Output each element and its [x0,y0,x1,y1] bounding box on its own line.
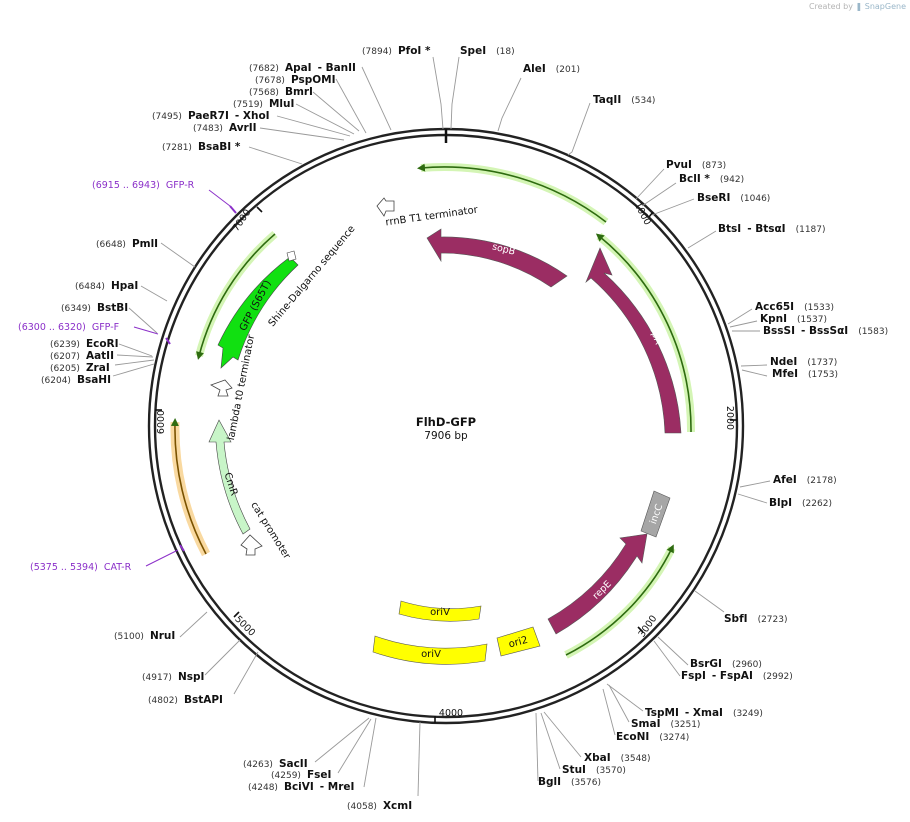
site-alei[interactable]: AleI(201) [523,63,580,75]
site-bsssi[interactable]: BssSI- BssSαI(1583) [763,325,888,337]
site-paer7i[interactable]: (7495)PaeR7I- XhoI [152,110,270,122]
plasmid-size: 7906 bp [424,430,468,442]
label-sopb: sopB [491,241,516,257]
site-hpai[interactable]: (6484)HpaI [75,280,138,292]
site-sacii[interactable]: (4263)SacII [243,758,308,770]
site-pfoi[interactable]: (7894)PfoI * [362,45,431,57]
site-bseri[interactable]: BseRI(1046) [697,192,770,204]
site-zrai[interactable]: (6205)ZraI [50,362,110,374]
site-mlui[interactable]: (7519)MluI [233,98,294,110]
label-rrnb-terminator: rrnB T1 terminator [385,204,480,228]
feature-incc [640,490,671,538]
snapgene-credit: Created by ❚ SnapGene [809,2,906,11]
site-bsabi[interactable]: (7281)BsaBI * [162,141,241,153]
svg-text:(5375 .. 5394)CAT-R: (5375 .. 5394)CAT-R [30,562,132,573]
credit-logo-icon: ❚ [855,2,863,11]
site-smai[interactable]: SmaI(3251) [631,718,700,730]
site-btsi[interactable]: BtsI- BtsαI(1187) [718,223,826,235]
site-leaders [112,56,771,797]
feature-shine-dalgarno [286,250,297,262]
site-nspi[interactable]: (4917)NspI [142,671,204,683]
feature-sopb [426,228,568,288]
feature-rrnb-terminator [376,197,395,217]
label-oriv-2: oriV [421,649,441,660]
site-bmri[interactable]: (7568)BmrI [249,86,313,98]
site-acc65i[interactable]: Acc65I(1533) [755,301,834,313]
site-sbfi[interactable]: SbfI(2723) [724,613,788,625]
site-apai[interactable]: (7682)ApaI- BanII [249,62,356,74]
site-afei[interactable]: AfeI(2178) [773,474,837,486]
site-tspmi[interactable]: TspMI- XmaI(3249) [645,707,763,719]
label-oriv-1: oriV [430,607,450,618]
feature-oriv-2 [372,635,488,665]
credit-brand: SnapGene [864,2,906,11]
site-ecori[interactable]: (6239)EcoRI [50,338,119,350]
feature-cmr [208,419,251,535]
feature-cat-promoter [240,534,263,556]
site-taqii[interactable]: TaqII(534) [593,94,655,106]
feature-oriv-1 [398,600,482,622]
ruler-label-2000: 2000 [724,406,735,430]
green-arcs [170,163,696,659]
site-avrii[interactable]: (7483)AvrII [193,122,257,134]
site-blpi[interactable]: BlpI(2262) [769,497,832,509]
site-pmli[interactable]: (6648)PmlI [96,238,158,250]
site-bsrgi[interactable]: BsrGI(2960) [690,658,762,670]
site-ndei[interactable]: NdeI(1737) [770,356,837,368]
site-bcli[interactable]: BclI *(942) [679,173,744,185]
site-pvui[interactable]: PvuI(873) [666,159,726,171]
site-mfei[interactable]: MfeI(1753) [772,368,838,380]
feature-gfp [217,256,299,369]
site-nrui[interactable]: (5100)NruI [114,630,175,642]
feature-sopa [585,247,682,434]
site-fspi[interactable]: FspI- FspAI(2992) [681,670,793,682]
site-bgli[interactable]: BglI(3576) [538,776,601,788]
ruler-ticks [155,206,737,723]
site-econi[interactable]: EcoNI(3274) [616,731,689,743]
site-aatii[interactable]: (6207)AatII [50,350,114,362]
plasmid-name: FlhD-GFP [416,415,476,429]
feature-repe [547,533,648,635]
svg-text:(6915 .. 6943)GFP-R: (6915 .. 6943)GFP-R [92,180,195,191]
site-pspomi[interactable]: (7678)PspOMI [255,74,336,86]
svg-text:(6300 .. 6320)GFP-F: (6300 .. 6320)GFP-F [18,322,119,333]
site-fsei[interactable]: (4259)FseI [271,769,331,781]
ruler-label-6000: 6000 [156,410,167,434]
label-ori2: ori2 [508,635,530,651]
ruler-label-1000: 1000 [632,201,653,228]
site-xcmi[interactable]: (4058)XcmI [347,800,412,812]
site-bstapi[interactable]: (4802)BstAPI [148,694,223,706]
site-bsahi[interactable]: (6204)BsaHI [41,374,111,386]
ruler-label-4000: 4000 [439,708,463,719]
credit-prefix: Created by [808,2,853,11]
site-xbai[interactable]: XbaI(3548) [584,752,651,764]
site-bcivi[interactable]: (4248)BciVI- MreI [248,781,354,793]
site-labels: (7894)PfoI * SpeI(18) AleI(201) TaqII(534) P… [41,45,888,812]
site-bstbi[interactable]: (6349)BstBI [61,302,128,314]
site-kpni[interactable]: KpnI(1537) [760,313,827,325]
primer-labels: (6915 .. 6943)GFP-R (6300 .. 6320)GFP-F … [18,180,231,573]
feature-lambda-terminator [210,379,233,397]
feature-ori2 [496,626,541,657]
primer-marks [165,205,237,552]
features [208,197,682,665]
site-stui[interactable]: StuI(3570) [562,764,626,776]
site-spei[interactable]: SpeI(18) [460,45,515,57]
